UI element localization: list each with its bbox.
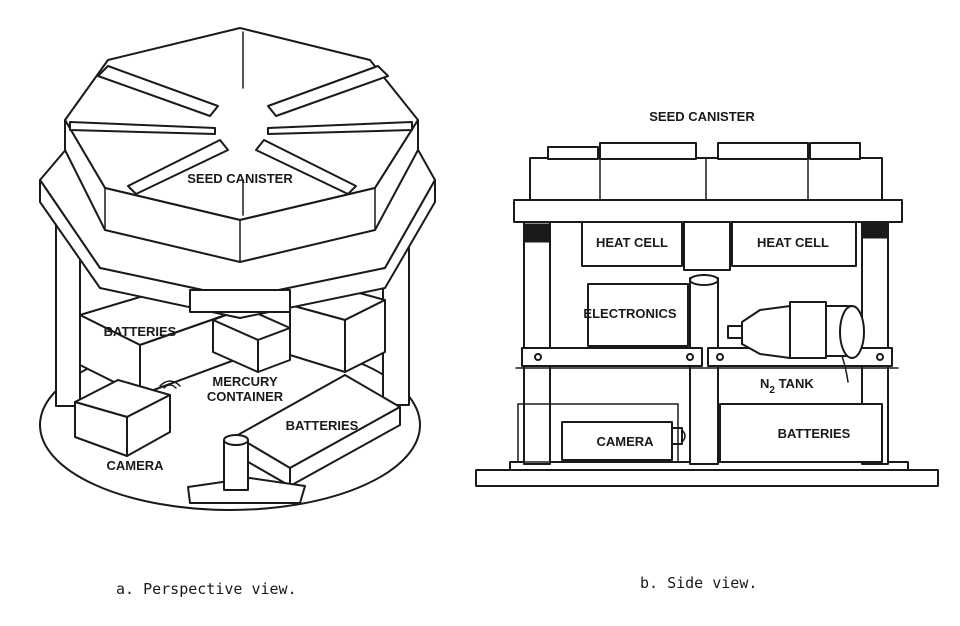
caption-perspective-view: a. Perspective view.: [116, 580, 297, 598]
side-central-mast: [689, 277, 719, 465]
shelf-left: [521, 347, 703, 367]
label-seed-canister-perspective: SEED CANISTER: [187, 171, 293, 186]
label-electronics: ELECTRONICS: [583, 306, 677, 321]
seed-canister-top: [64, 27, 419, 263]
label-tank-word: TANK: [779, 376, 815, 391]
mast: [187, 434, 306, 504]
batteries-front-box: [235, 374, 401, 487]
caption-side-view: b. Side view.: [640, 574, 758, 592]
label-batteries-left: BATTERIES: [104, 324, 177, 339]
label-seed-canister-side: SEED CANISTER: [649, 109, 755, 124]
label-heat-cell-left: HEAT CELL: [596, 235, 668, 250]
camera-lens-icon: [159, 380, 181, 387]
side-batteries-box: [719, 403, 883, 463]
side-seed-canister: [529, 142, 883, 201]
side-column-left: [523, 221, 551, 465]
side-camera: [517, 403, 686, 463]
label-n2-letter: N: [760, 376, 769, 391]
camera-box: [74, 379, 181, 457]
label-heat-cell-right: HEAT CELL: [757, 235, 829, 250]
electronics-box: [587, 283, 689, 347]
n2-tank: [727, 301, 865, 383]
label-camera-side: CAMERA: [596, 434, 654, 449]
side-top-plate: [513, 199, 903, 223]
label-camera-perspective: CAMERA: [106, 458, 164, 473]
side-view: SEED CANISTER HEAT CELL HEAT CELL ELECTR…: [475, 109, 939, 487]
heat-cell-right-box: [731, 221, 857, 267]
perspective-view: SEED CANISTER BATTERIES MERCURY CONTAINE…: [39, 27, 436, 511]
heat-cell-left-box: [581, 221, 683, 267]
label-container: CONTAINER: [207, 389, 284, 404]
label-batteries-right: BATTERIES: [286, 418, 359, 433]
label-batteries-side: BATTERIES: [778, 426, 851, 441]
side-base: [475, 469, 939, 487]
label-n2-subscript: 2: [769, 385, 775, 396]
label-n2-tank: N2 TANK: [760, 376, 814, 396]
label-mercury: MERCURY: [212, 374, 278, 389]
